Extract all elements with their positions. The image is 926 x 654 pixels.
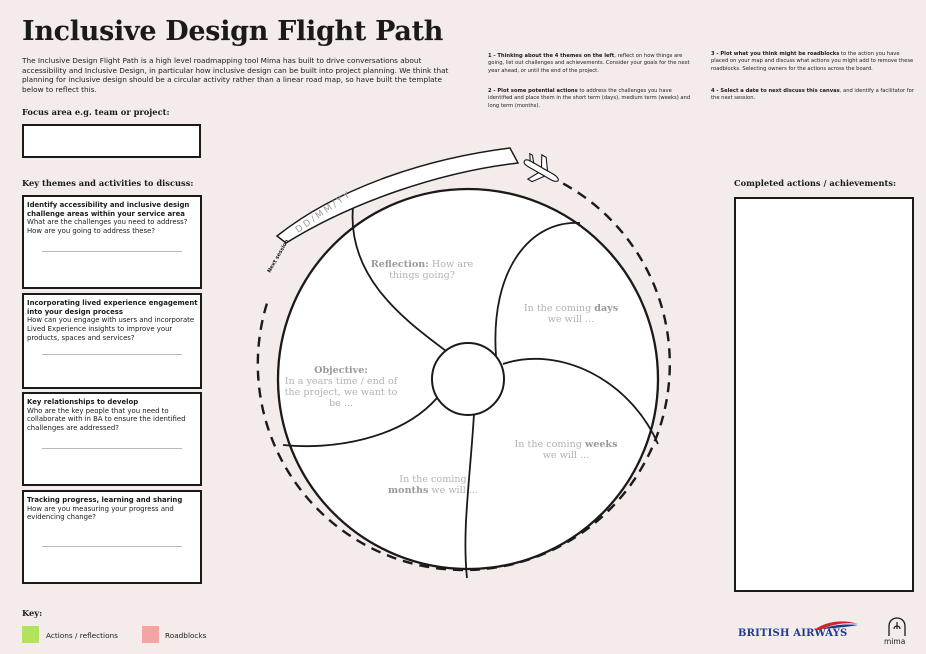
key-swatch-actions: [22, 626, 39, 643]
key-label-actions: Actions / reflections: [46, 631, 118, 640]
spoke-weeks: [502, 357, 659, 445]
segment-reflection-line2: things going?: [389, 270, 455, 281]
theme-title: Tracking progress, learning and sharing: [27, 496, 183, 504]
key-swatch-roadblocks: [142, 626, 159, 643]
instruction-4: 4 - Select a date to next discuss this c…: [711, 88, 914, 102]
focus-area-label: Focus area e.g. team or project:: [22, 107, 170, 117]
spoke-objective: [282, 397, 438, 448]
focus-area-input[interactable]: [22, 124, 201, 158]
spoke-days: [494, 222, 581, 357]
theme-title: Key relationships to develop: [27, 398, 139, 406]
theme-card-challenges[interactable]: Identify accessibility and inclusive des…: [22, 195, 202, 289]
segment-weeks-line1: In the coming weeks: [515, 439, 618, 450]
theme-card-lived-experience[interactable]: Incorporating lived experience engagemen…: [22, 293, 202, 389]
segment-days-line2: we will ...: [548, 314, 595, 325]
spoke-reflection: [351, 197, 447, 352]
mima-logo-icon: [888, 617, 906, 636]
segment-weeks-line2: we will ...: [543, 450, 590, 461]
page-title: Inclusive Design Flight Path: [22, 16, 444, 47]
airplane-icon: [523, 152, 559, 183]
segment-days-line1: In the coming days: [524, 303, 618, 314]
intro-text: The Inclusive Design Flight Path is a hi…: [22, 56, 449, 94]
next-session-label: Next session: [267, 238, 291, 274]
segment-reflection-line1: Reflection: How are: [371, 259, 474, 270]
instruction-2: 2 - Plot some potential actions to addre…: [488, 88, 691, 109]
theme-description: What are the challenges you need to addr…: [27, 218, 188, 236]
segment-objective-line3: the project, we want to: [285, 387, 398, 398]
wheel-hub: [431, 342, 505, 416]
theme-title: Identify accessibility and inclusive des…: [27, 201, 190, 218]
achievements-heading: Completed actions / achievements:: [734, 178, 897, 188]
key-heading: Key:: [22, 608, 43, 618]
segment-objective-line4: be ...: [329, 398, 353, 409]
theme-description: Who are the key people that you need to …: [27, 406, 186, 433]
flight-path-diagram: Reflection: How are things going? Object…: [256, 147, 672, 579]
key-label-roadblocks: Roadblocks: [165, 631, 207, 640]
divider: [42, 546, 182, 547]
theme-card-tracking[interactable]: Tracking progress, learning and sharing …: [22, 490, 202, 584]
achievements-area[interactable]: [734, 197, 914, 592]
themes-heading: Key themes and activities to discuss:: [22, 178, 194, 188]
speedmarque-icon: [814, 621, 858, 630]
segment-objective-line1: Objective:: [314, 365, 368, 376]
theme-card-relationships[interactable]: Key relationships to develop Who are the…: [22, 392, 202, 486]
segment-months-line2: months we will ...: [388, 485, 478, 496]
instruction-3: 3 - Plot what you think might be roadblo…: [711, 51, 914, 72]
date-banner[interactable]: [275, 147, 520, 244]
divider: [42, 354, 182, 355]
segment-objective-line2: In a years time / end of: [285, 376, 399, 387]
theme-description: How can you engage with users and incorp…: [27, 316, 195, 342]
mima-logo-text: mima: [884, 637, 906, 646]
british-airways-logo: BRITISH AIRWAYS: [738, 628, 848, 639]
theme-title: Incorporating lived experience engagemen…: [27, 299, 198, 316]
instruction-1: 1 - Thinking about the 4 themes on the l…: [488, 53, 690, 74]
divider: [42, 251, 182, 252]
divider: [42, 448, 182, 449]
theme-description: How are you measuring your progress and …: [27, 504, 174, 522]
segment-months-line1: In the coming: [399, 474, 466, 485]
spoke-months: [464, 413, 475, 579]
